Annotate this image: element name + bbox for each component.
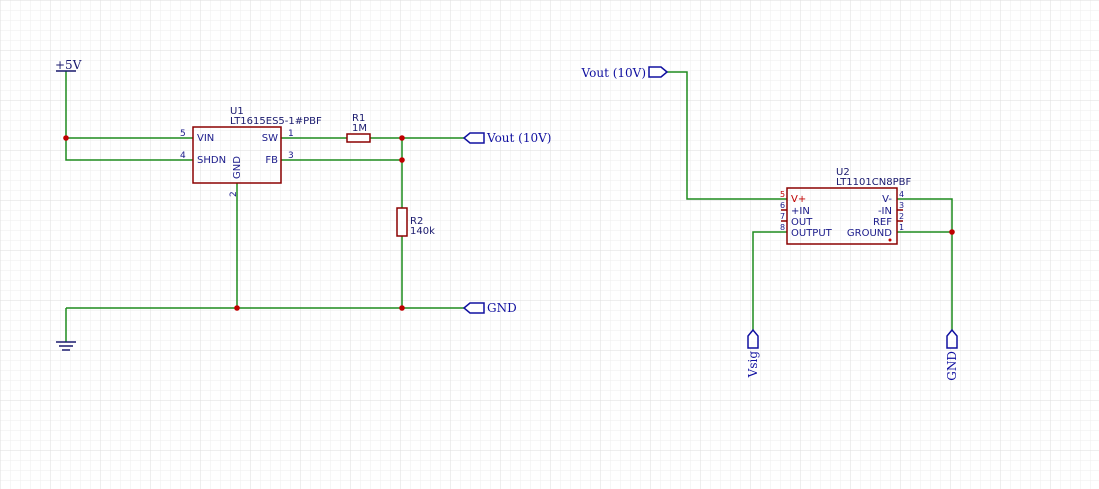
r1-ref: R1 xyxy=(352,113,365,124)
net-label-gnd-u1[interactable]: GND xyxy=(462,301,517,315)
u2-body xyxy=(786,187,898,245)
junction-dot xyxy=(63,135,69,141)
wires-u2[interactable] xyxy=(667,71,953,330)
junction-dot xyxy=(399,157,405,163)
u1-pin-1-num: 1 xyxy=(288,129,294,139)
u1-pin-gnd-name: GND xyxy=(232,156,243,179)
r1-value: 1M xyxy=(352,123,367,134)
u2-pin-vplus-name: V+ xyxy=(791,194,806,205)
u2-pin-7-num: 7 xyxy=(780,212,785,221)
power-5v-symbol[interactable]: +5V xyxy=(55,58,82,72)
u1-value: LT1615ES5-1#PBF xyxy=(230,116,322,127)
junction-dot xyxy=(949,229,955,235)
r2-value: 140k xyxy=(410,226,435,237)
net-label-vout-u2[interactable]: Vout (10V) xyxy=(581,66,669,80)
u1-component[interactable]: U1 LT1615ES5-1#PBF VIN SHDN SW FB GND 5 … xyxy=(180,106,322,197)
net-vout-text: Vout (10V) xyxy=(486,131,551,145)
u2-pin-output-name: OUTPUT xyxy=(791,228,833,239)
u2-component[interactable]: U2 LT1101CN8PBF V+ +IN OUT OUTPUT V- -IN… xyxy=(780,167,911,245)
u2-pin-plusin-name: +IN xyxy=(791,206,810,217)
u2-pin-2-num: 2 xyxy=(899,212,904,221)
junction-dot xyxy=(399,305,405,311)
wire-5v-shdn xyxy=(65,71,193,161)
wire-vminus-gnd xyxy=(897,198,953,330)
u2-pin-6-num: 6 xyxy=(780,201,785,210)
wire-vout-vplus xyxy=(667,71,787,200)
u2-pin-4-num: 4 xyxy=(899,190,904,199)
r2-component[interactable]: R2 140k xyxy=(396,207,435,237)
u2-pin-ref-name: REF xyxy=(873,217,892,228)
u2-value: LT1101CN8PBF xyxy=(836,177,911,188)
junction-dot xyxy=(399,135,405,141)
net-label-gnd-u2[interactable]: GND xyxy=(945,328,959,381)
junctions-u1 xyxy=(63,135,405,311)
r2-ref: R2 xyxy=(410,216,423,227)
r1-body xyxy=(346,133,371,143)
power-5v-label: +5V xyxy=(55,58,82,72)
net-gnd-u2-text: GND xyxy=(945,351,959,381)
u2-pin1-marker xyxy=(888,238,892,242)
u1-pin-3-num: 3 xyxy=(288,151,294,161)
u2-pin-stubs xyxy=(781,209,903,222)
wire-output-vsig xyxy=(752,231,787,330)
u1-pin-fb-name: FB xyxy=(265,155,278,166)
u2-pin-minusin-name: -IN xyxy=(878,206,892,217)
u2-ref: U2 xyxy=(836,167,850,178)
u2-pin-ground-name: GROUND xyxy=(847,228,892,239)
u1-pin-5-num: 5 xyxy=(180,129,186,139)
u2-pin-vminus-name: V- xyxy=(882,194,892,205)
r1-component[interactable]: R1 1M xyxy=(346,113,371,143)
net-label-vsig[interactable]: Vsig xyxy=(746,328,760,379)
u1-pin-sw-name: SW xyxy=(262,133,278,144)
wires-u1[interactable] xyxy=(65,71,464,342)
net-vout-u2-text: Vout (10V) xyxy=(581,66,646,80)
u2-pin-5-num: 5 xyxy=(780,190,785,199)
junction-dot xyxy=(234,305,240,311)
net-gnd-text: GND xyxy=(487,301,517,315)
u2-pin-out-name: OUT xyxy=(791,217,813,228)
u1-body xyxy=(192,126,282,184)
u1-ref: U1 xyxy=(230,106,244,117)
u2-pin-8-num: 8 xyxy=(780,223,785,232)
r2-body xyxy=(396,207,408,237)
u1-pin-shdn-name: SHDN xyxy=(197,155,226,166)
ground-symbol[interactable] xyxy=(56,341,76,351)
u1-pin-4-num: 4 xyxy=(180,151,186,161)
u2-pin-1-num: 1 xyxy=(899,223,904,232)
u1-pin-vin-name: VIN xyxy=(197,133,214,144)
net-label-vout-u1[interactable]: Vout (10V) xyxy=(462,131,551,145)
net-vsig-text: Vsig xyxy=(746,351,760,379)
u1-pin-2-num: 2 xyxy=(229,191,239,197)
u2-pin-3-num: 3 xyxy=(899,201,904,210)
